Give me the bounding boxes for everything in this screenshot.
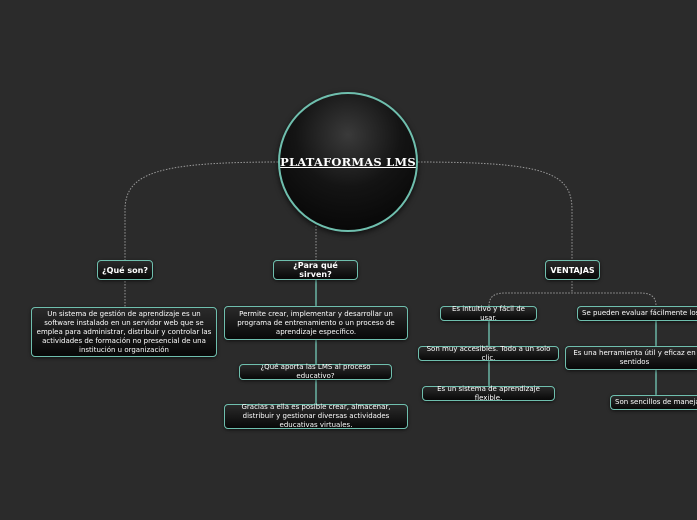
ventaja-accesibles-label: Son muy accesibles. Todo a un solo clic.: [426, 344, 551, 362]
ventaja-intuitivo[interactable]: Es intuitivo y fácil de usar.: [440, 304, 537, 322]
topic-ventajas-label: VENTAJAS: [550, 265, 595, 275]
ventaja-sencillos[interactable]: Son sencillos de manejar: [610, 395, 697, 410]
subtopic-gracias-a-ella-label: Gracias a ella es posible crear, almacen…: [241, 403, 391, 429]
link-central-ventajas: [414, 161, 573, 262]
subtopic-definition-label: Un sistema de gestión de aprendizaje es …: [36, 309, 212, 354]
ventaja-intuitivo-label: Es intuitivo y fácil de usar.: [452, 304, 525, 322]
subtopic-permite-crear[interactable]: Permite crear, implementar y desarrollar…: [224, 306, 408, 340]
ventaja-herramienta-label: Es una herramienta útil y eficaz en sent…: [573, 349, 696, 366]
subtopic-que-aporta-label: ¿Qué aporta las LMS al proceso educativo…: [260, 363, 371, 380]
ventaja-accesibles[interactable]: Son muy accesibles. Todo a un solo clic.: [418, 344, 559, 362]
ventaja-flexible-label: Es un sistema de aprendizaje flexible.: [437, 384, 540, 402]
central-topic-label: PLATAFORMAS LMS: [280, 155, 416, 169]
ventaja-evaluar-label: Se pueden evaluar fácilmente los r: [582, 309, 697, 317]
ventaja-sencillos-label: Son sencillos de manejar: [615, 398, 697, 406]
topic-para-que-label: ¿Para qué sirven?: [293, 261, 338, 279]
subtopic-que-aporta[interactable]: ¿Qué aporta las LMS al proceso educativo…: [239, 363, 392, 380]
topic-para-que[interactable]: ¿Para qué sirven?: [273, 260, 358, 280]
subtopic-gracias-a-ella[interactable]: Gracias a ella es posible crear, almacen…: [224, 403, 408, 429]
ventaja-herramienta[interactable]: Es una herramienta útil y eficaz en sent…: [565, 346, 697, 370]
subtopic-permite-crear-label: Permite crear, implementar y desarrollar…: [237, 309, 395, 336]
topic-que-son-label: ¿Qué son?: [102, 265, 148, 275]
topic-ventajas[interactable]: VENTAJAS: [545, 260, 600, 280]
ventaja-flexible[interactable]: Es un sistema de aprendizaje flexible.: [422, 384, 555, 402]
link-central-que-son: [124, 161, 282, 262]
subtopic-definition[interactable]: Un sistema de gestión de aprendizaje es …: [31, 307, 217, 357]
topic-que-son[interactable]: ¿Qué son?: [97, 260, 153, 280]
link-ventajas-split: [488, 278, 657, 307]
ventaja-evaluar[interactable]: Se pueden evaluar fácilmente los r: [577, 306, 697, 321]
central-topic[interactable]: PLATAFORMAS LMS: [278, 92, 418, 232]
